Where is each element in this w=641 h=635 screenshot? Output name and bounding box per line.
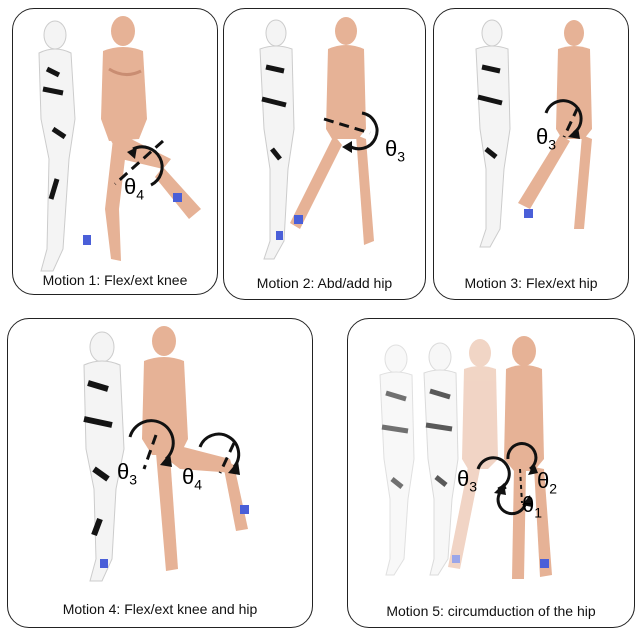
ghost-figure [380,345,414,575]
motion-2-panel: θ3 Motion 2: Abd/add hip [223,8,426,300]
skin-figure [101,16,201,261]
motion-4-illustration [8,319,313,628]
theta-4-label: θ4 [182,464,202,492]
motion-1-caption: Motion 1: Flex/ext knee [13,272,217,288]
motion-2-caption: Motion 2: Abd/add hip [224,275,425,291]
theta-1-label: θ1 [522,492,542,520]
motion-5-caption: Motion 5: circumduction of the hip [348,603,634,619]
motion-4-panel: θ3 θ4 Motion 4: Flex/ext knee and hip [7,318,313,628]
ghost-figure [476,20,510,247]
theta-4-label: θ4 [124,174,144,202]
ghost-figure [260,20,294,259]
motion-5-illustration [348,319,635,628]
ghost-figure [84,332,124,581]
motion-1-illustration [13,9,218,295]
theta-3-label: θ3 [385,136,405,164]
theta-3-label: θ3 [117,459,137,487]
motion-3-caption: Motion 3: Flex/ext hip [434,275,628,291]
motion-5-panel: θ3 θ2 θ1 Motion 5: circumduction of the … [347,318,635,628]
motion-3-panel: θ3 Motion 3: Flex/ext hip [433,8,629,300]
ghost-figure [39,21,91,271]
skin-figure [504,336,552,579]
ghost-figure [424,343,458,575]
motion-3-illustration [434,9,629,300]
theta-3-label: θ3 [457,466,477,494]
motion-4-caption: Motion 4: Flex/ext knee and hip [8,601,312,617]
theta-3-label: θ3 [536,124,556,152]
motion-1-panel: θ4 Motion 1: Flex/ext knee [12,8,218,295]
